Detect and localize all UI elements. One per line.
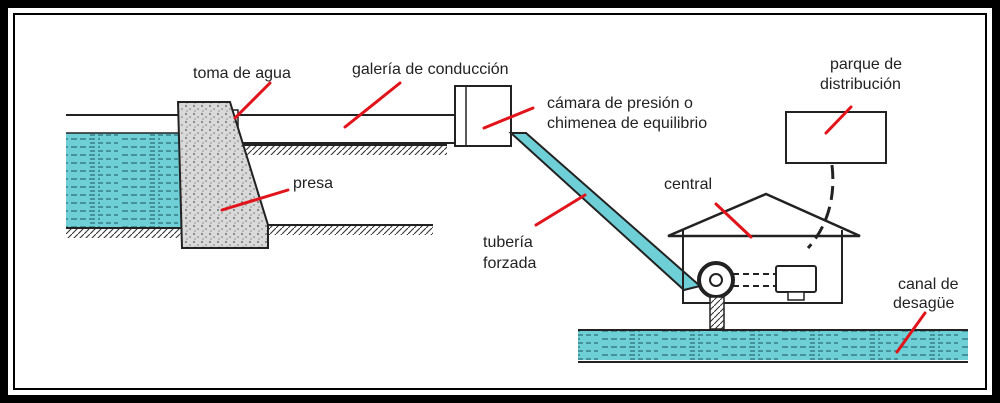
leader-camara [482,106,535,130]
label-tuberia-line1: tubería [483,234,533,251]
dam [176,101,269,249]
power-house [667,192,861,330]
label-canal-line2: desagüe [893,295,954,312]
tailrace-water [578,329,968,363]
label-tuberia-line2: forzada [483,255,536,272]
ground-right-lower [268,224,433,235]
leader-tuberia [534,193,587,227]
leader-central [714,202,753,239]
label-toma-de-agua: toma de agua [193,65,291,82]
label-camara-line1: cámara de presión o [547,95,693,112]
reservoir-water [66,132,182,233]
ground-left [66,227,182,238]
label-canal-line1: canal de [898,276,959,293]
label-camara-line2: chimenea de equilibrio [547,115,707,132]
label-parque-line1: parque de [830,56,902,73]
leader-presa [220,188,290,212]
distribution-yard [785,111,887,250]
leader-parque [824,105,853,135]
leader-toma [233,81,272,120]
ground-tunnel [232,144,447,155]
leader-canal [895,311,927,354]
label-parque-line2: distribución [820,76,901,93]
label-central: central [664,176,712,193]
label-galeria: galería de conducción [352,61,509,78]
label-presa: presa [293,175,333,192]
leader-galeria [343,81,402,129]
surge-chamber [454,85,512,147]
